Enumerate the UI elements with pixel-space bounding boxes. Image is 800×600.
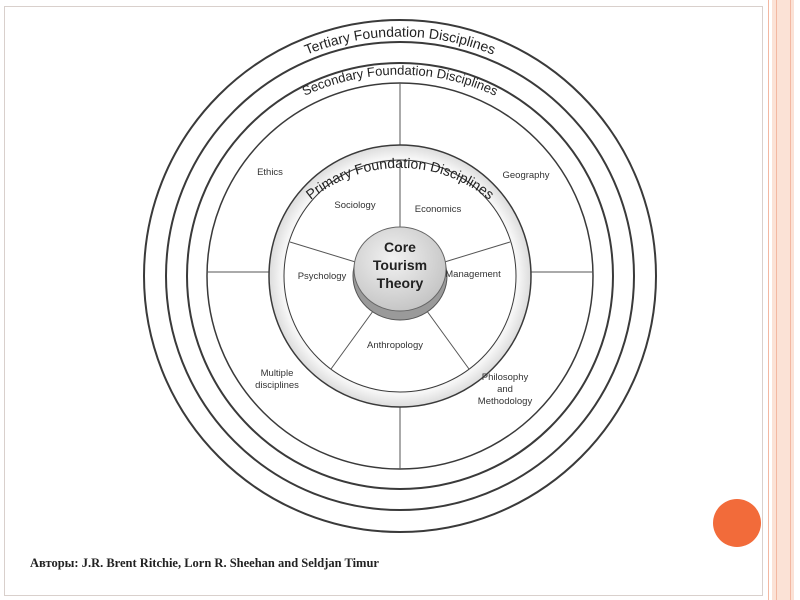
side-stripe-line-1 [768,0,769,600]
primary-item-economics: Economics [415,204,462,215]
primary-item-management: Management [445,269,501,280]
secondary-item-multiple-2: disciplines [255,380,299,391]
secondary-item-geography: Geography [502,170,549,181]
primary-spoke-2 [437,241,511,265]
core-line-3: Theory [377,275,424,291]
primary-item-psychology: Psychology [298,271,347,282]
primary-item-sociology: Sociology [334,200,375,211]
secondary-item-philosophy-1: Philosophy [482,372,529,383]
secondary-item-multiple-1: Multiple [261,368,294,379]
core-line-1: Core [384,239,416,255]
secondary-item-philosophy-2: and [497,384,513,395]
primary-spoke-4 [330,306,377,370]
side-stripe-line-2 [776,0,777,600]
primary-spoke-5 [289,241,363,265]
core-line-2: Tourism [373,257,427,273]
secondary-item-ethics: Ethics [257,167,283,178]
primary-item-anthropology: Anthropology [367,340,423,351]
accent-dot [713,499,761,547]
secondary-item-philosophy-3: Methodology [478,396,533,407]
authors-credit: Авторы: J.R. Brent Ritchie, Lorn R. Shee… [30,556,379,570]
side-stripe-line-3 [790,0,791,600]
side-stripe [772,0,794,600]
primary-spoke-3 [423,306,470,370]
core-top [353,226,447,312]
